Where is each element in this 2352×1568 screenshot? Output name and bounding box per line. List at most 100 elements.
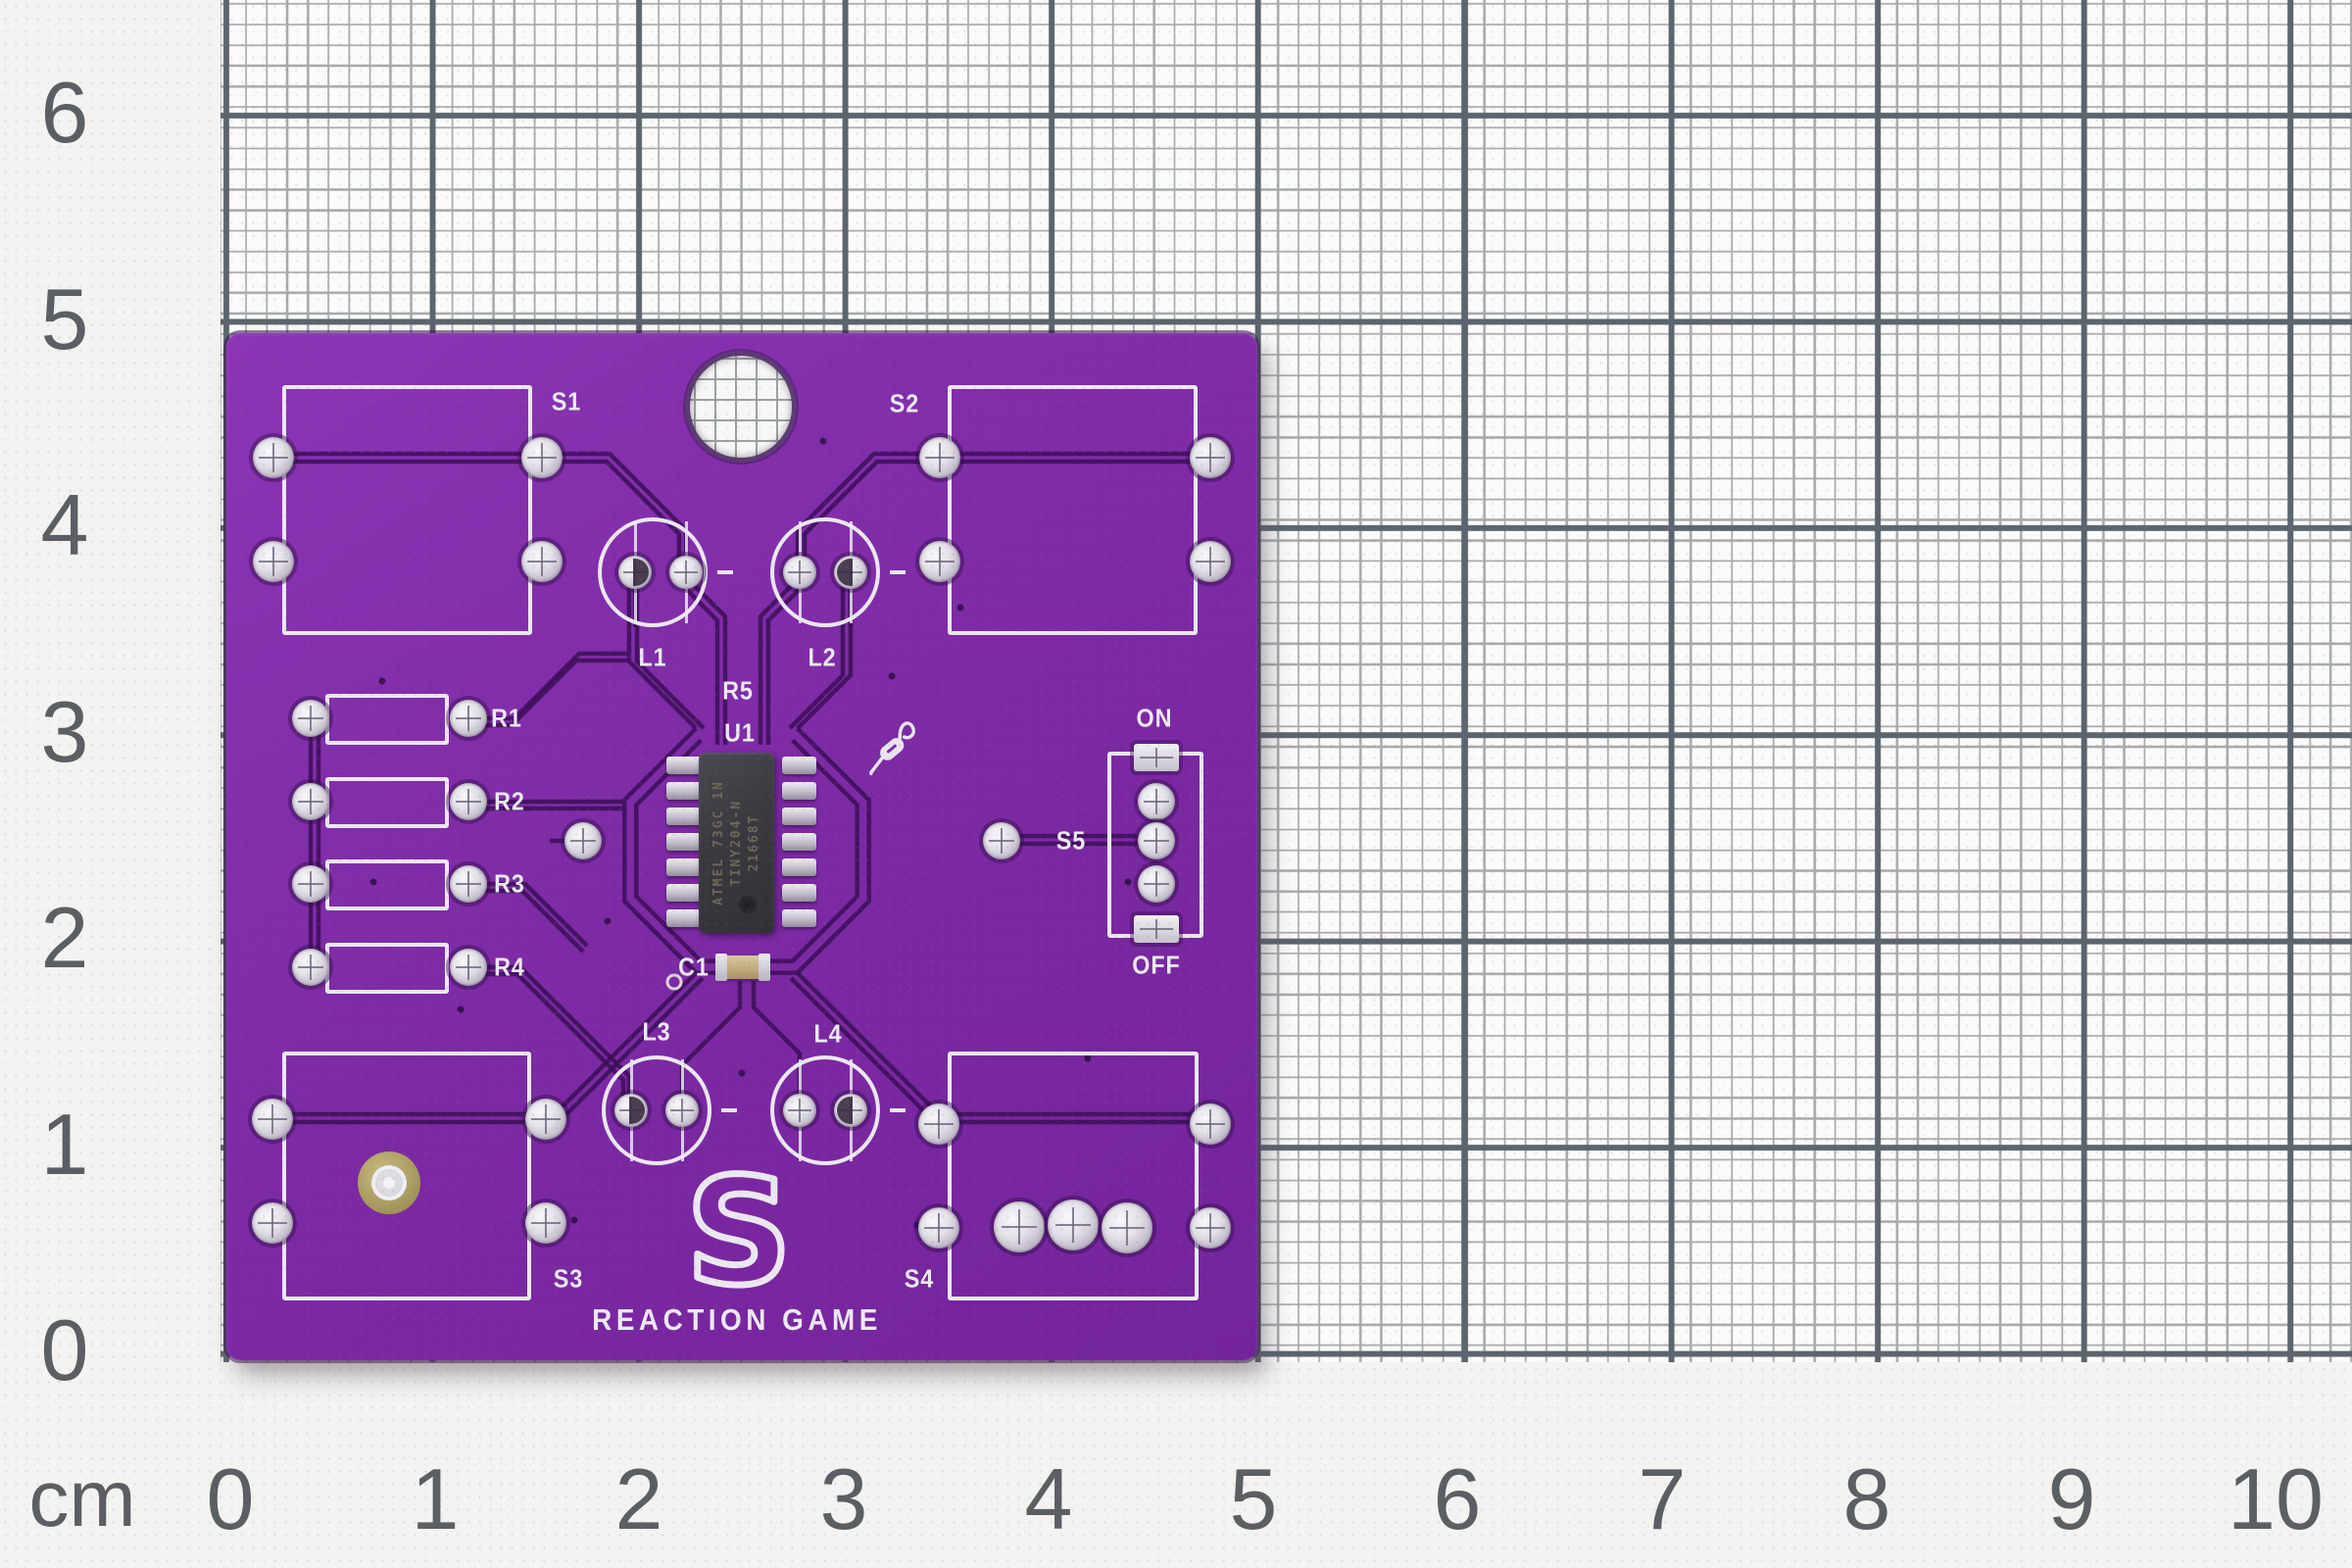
through-hole-pad <box>450 700 487 737</box>
through-hole-pad <box>450 865 487 903</box>
ruler-h-tick: 2 <box>614 1450 663 1547</box>
switch-pad-rect <box>1134 744 1179 771</box>
ic-pin <box>666 884 701 902</box>
led-ring-l1 <box>598 517 708 627</box>
silkscreen-label-s1: S1 <box>551 386 582 416</box>
ruler-h-tick: 6 <box>1433 1450 1482 1547</box>
ic-pin <box>782 833 816 851</box>
led-pad <box>834 556 867 589</box>
through-hole-pad <box>994 1201 1045 1252</box>
ruler-v-tick: 5 <box>40 270 89 368</box>
silkscreen-label-s5: S5 <box>1055 825 1087 856</box>
ruler-h-tick: 5 <box>1229 1450 1278 1547</box>
through-hole-pad <box>252 1099 293 1140</box>
switch-footprint-s2 <box>948 385 1198 635</box>
silkscreen-label-off: OFF <box>1132 950 1181 980</box>
through-hole-pad <box>521 541 563 582</box>
ic-pin <box>666 782 701 800</box>
logo-s-icon: S <box>682 1145 795 1322</box>
resistor-outline-r1 <box>325 694 449 745</box>
ic-pin <box>782 858 816 876</box>
cathode-mark <box>837 559 853 586</box>
resistor-outline-r3 <box>325 859 449 910</box>
ruler-h-tick: 0 <box>206 1450 255 1547</box>
silkscreen-label-l2: L2 <box>808 642 837 672</box>
switch-pad-rect <box>1134 915 1179 943</box>
logo-letter: S <box>686 1148 792 1318</box>
through-hole-pad <box>450 783 487 820</box>
ruler-h-tick: 9 <box>2047 1450 2096 1547</box>
soldering-iron-icon <box>869 721 915 775</box>
silkscreen-label-r5: R5 <box>722 675 754 706</box>
through-hole-pad <box>525 1202 566 1244</box>
led-pad <box>783 556 816 589</box>
via-ring <box>665 973 683 991</box>
led-pad <box>834 1094 867 1127</box>
test-pad <box>564 822 602 859</box>
through-hole-pad <box>983 822 1020 859</box>
through-hole-pad <box>1048 1200 1099 1250</box>
ic-pin <box>782 808 816 825</box>
led-pad <box>618 556 652 589</box>
ic-pin <box>666 757 701 774</box>
through-hole-pad <box>1138 865 1175 903</box>
silkscreen-label-r1: R1 <box>491 703 522 733</box>
ruler-h-tick: 10 <box>2228 1450 2324 1547</box>
silkscreen-label-r4: R4 <box>494 952 525 982</box>
ic-pin <box>782 909 816 927</box>
through-hole-pad <box>1190 1103 1231 1145</box>
ruler-v-tick: 2 <box>40 889 89 986</box>
silkscreen-label-s2: S2 <box>889 388 920 418</box>
through-hole-pad <box>1102 1202 1152 1253</box>
silkscreen-label-l3: L3 <box>642 1016 671 1047</box>
through-hole-pad <box>292 949 329 986</box>
through-hole-pad <box>292 783 329 820</box>
ic-pin1-dimple <box>739 896 757 913</box>
through-hole-pad <box>253 437 294 478</box>
led-cathode-dash-l2 <box>890 570 906 574</box>
ic-marking-line: ATMEL 73GC 1N <box>711 780 726 906</box>
switch-footprint-s3 <box>282 1052 531 1300</box>
cathode-mark <box>629 1097 645 1124</box>
through-hole-pad <box>919 437 960 478</box>
silkscreen-label-on: ON <box>1136 703 1173 733</box>
pcb-board: ATMEL 73GC 1N TINY204-N 21668T S S1 S2 <box>226 333 1257 1360</box>
ic-pin <box>666 909 701 927</box>
ic-pin <box>782 884 816 902</box>
ic-pin <box>782 757 816 774</box>
silkscreen-label-r2: R2 <box>494 786 525 816</box>
ruler-v-tick: 4 <box>40 476 89 573</box>
through-hole-pad <box>292 700 329 737</box>
through-hole-pad <box>1190 541 1231 582</box>
through-hole-pad <box>292 865 329 903</box>
through-hole-pad <box>918 1103 959 1145</box>
via-dots <box>369 437 1132 1229</box>
mounting-hole <box>685 351 797 463</box>
ruler-unit-label: cm <box>28 1454 136 1544</box>
led-cathode-dash-l1 <box>717 570 733 574</box>
resistor-outline-r2 <box>325 777 449 828</box>
ic-pin <box>782 782 816 800</box>
through-hole-pad <box>918 1207 959 1249</box>
led-cathode-dash-l3 <box>721 1108 737 1112</box>
through-hole-pad <box>1190 437 1231 478</box>
board-title: REACTION GAME <box>592 1302 882 1337</box>
silkscreen-label-l1: L1 <box>638 642 667 672</box>
silkscreen-label-r3: R3 <box>494 868 525 899</box>
led-pad <box>783 1094 816 1127</box>
led-ring-l4 <box>770 1055 880 1165</box>
ruler-h-tick: 8 <box>1842 1450 1891 1547</box>
ic-marking-text: ATMEL 73GC 1N TINY204-N 21668T <box>699 753 774 933</box>
resistor-outline-r4 <box>325 943 449 994</box>
through-hole-pad <box>253 541 294 582</box>
led-pad <box>614 1094 648 1127</box>
ruler-h-tick: 1 <box>411 1450 460 1547</box>
ic-pin <box>666 808 701 825</box>
led-pad <box>669 556 703 589</box>
ruler-v-tick: 6 <box>40 64 89 161</box>
silkscreen-label-s4: S4 <box>904 1263 935 1294</box>
cathode-mark <box>837 1097 853 1124</box>
through-hole-pad <box>1190 1207 1231 1249</box>
ruler-v-tick: 3 <box>40 683 89 780</box>
